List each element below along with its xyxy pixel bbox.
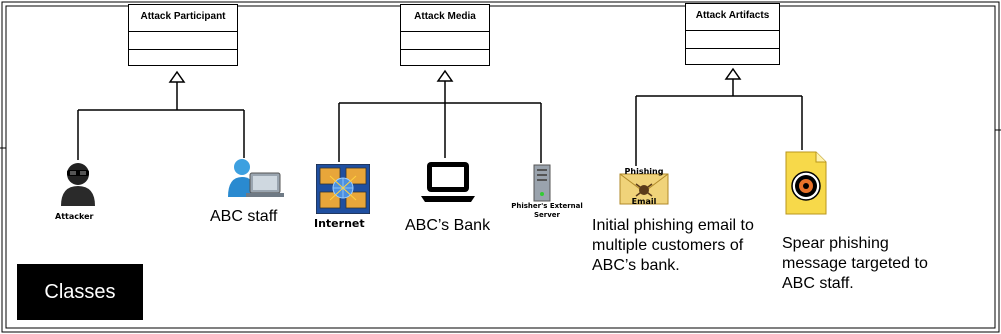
participant-inheritance — [77, 70, 245, 160]
class-methods-section — [686, 49, 779, 66]
attacker-label: Attacker — [55, 212, 94, 221]
internet-icon — [316, 164, 370, 214]
class-attributes-section — [129, 32, 237, 50]
phishing-icon-text-top: Phishing — [625, 167, 664, 176]
class-title: Attack Participant — [129, 5, 237, 32]
class-attributes-section — [401, 32, 489, 50]
inner-border — [5, 5, 996, 329]
laptop-icon — [419, 160, 477, 204]
biohazard-document-icon — [784, 150, 828, 216]
class-box-attack-artifacts: Attack Artifacts — [685, 3, 780, 65]
class-title: Attack Media — [401, 5, 489, 32]
phishing-icon-text-bottom: Email — [632, 197, 657, 206]
artifacts-inheritance — [635, 67, 803, 166]
class-attributes-section — [686, 31, 779, 49]
server-label: Phisher's External Server — [511, 202, 583, 219]
class-box-attack-media: Attack Media — [400, 4, 490, 66]
staff-computer-icon — [226, 157, 284, 203]
class-methods-section — [401, 50, 489, 67]
classes-badge: Classes — [17, 264, 143, 320]
internet-label: Internet — [314, 217, 365, 230]
media-inheritance — [338, 69, 542, 163]
classes-badge-label: Classes — [44, 280, 116, 303]
class-box-attack-participant: Attack Participant — [128, 4, 238, 66]
class-methods-section — [129, 50, 237, 67]
class-title: Attack Artifacts — [686, 4, 779, 31]
attacker-icon — [57, 160, 99, 206]
email-description: Initial phishing email to multiple custo… — [592, 217, 754, 274]
phishing-email-icon: Phishing Email — [618, 166, 670, 206]
spear-description: Spear phishing message targeted to ABC s… — [782, 235, 928, 292]
bank-label: ABC’s Bank — [405, 217, 491, 234]
server-icon — [532, 164, 552, 202]
staff-label: ABC staff — [210, 208, 278, 225]
